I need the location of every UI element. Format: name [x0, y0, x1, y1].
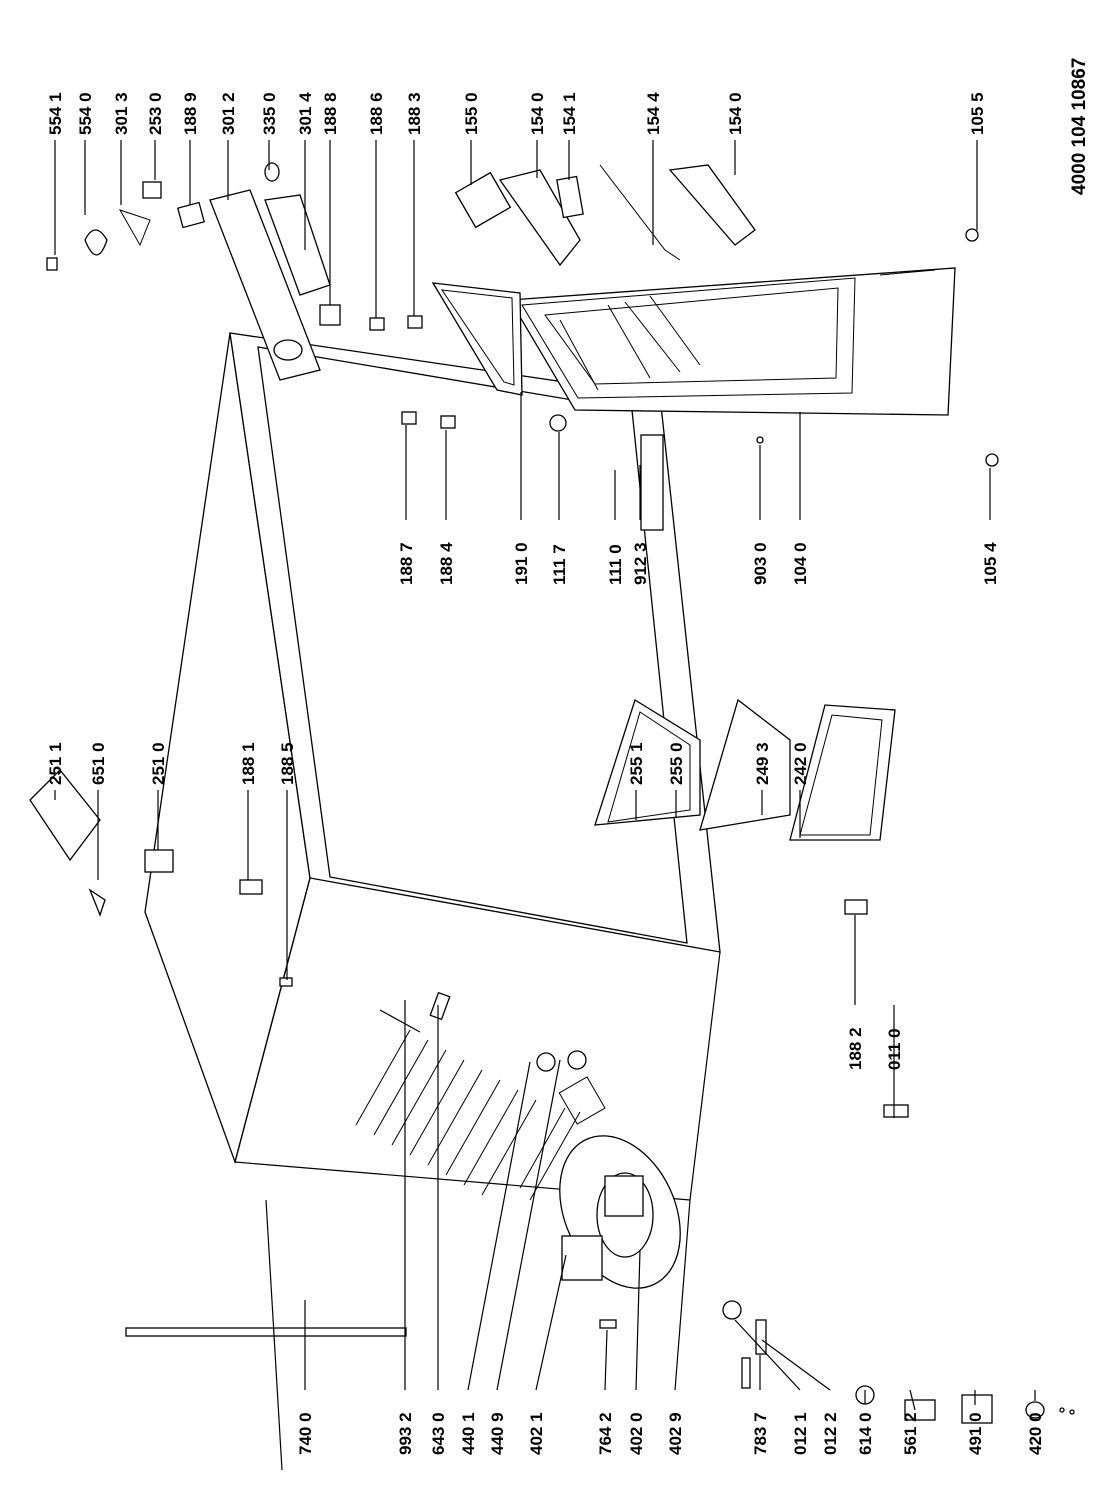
label-251-1: 251 1 — [46, 742, 65, 785]
label-903-0: 903 0 — [751, 542, 770, 585]
label-993-2: 993 2 — [396, 1412, 415, 1455]
label-335-0: 335 0 — [260, 92, 279, 135]
label-651-0: 651 0 — [89, 742, 108, 785]
label-188-5: 188 5 — [278, 742, 297, 785]
freezer-flap — [29, 769, 174, 917]
label-188-2: 188 2 — [846, 1027, 865, 1070]
label-242-0: 242 0 — [791, 742, 810, 785]
condenser-grille — [125, 1199, 407, 1471]
door-panel — [508, 267, 956, 416]
label-155-0: 155 0 — [462, 92, 481, 135]
leader-lines — [54, 140, 1036, 1411]
shelf-glass-1 — [594, 699, 701, 826]
label-104-0: 104 0 — [791, 542, 810, 585]
label-011-0: 011 0 — [885, 1028, 904, 1070]
label-554-0: 554 0 — [76, 92, 95, 135]
label-420-0: 420 0 — [1026, 1412, 1045, 1455]
label-440-9: 440 9 — [488, 1412, 507, 1455]
label-614-0: 614 0 — [856, 1412, 875, 1455]
label-188-4: 188 4 — [437, 542, 456, 585]
cabinet-body — [125, 332, 721, 1471]
label-191-0: 191 0 — [512, 542, 531, 585]
label-402-1: 402 1 — [527, 1412, 546, 1455]
label-783-7: 783 7 — [751, 1412, 770, 1455]
label-012-2: 012 2 — [821, 1412, 840, 1455]
label-111-7: 111 7 — [550, 544, 569, 585]
label-012-1: 012 1 — [791, 1412, 810, 1455]
label-251-0: 251 0 — [149, 742, 168, 785]
label-111-0: 111 0 — [606, 544, 625, 585]
door-gasket — [431, 282, 523, 396]
label-154-1: 154 1 — [560, 92, 579, 135]
label-255-0: 255 0 — [667, 742, 686, 785]
electrical-components — [599, 1300, 1075, 1424]
label-764-2: 764 2 — [596, 1412, 615, 1455]
label-188-8: 188 8 — [321, 92, 340, 135]
label-643-0: 643 0 — [429, 1412, 448, 1455]
compressor-assembly — [536, 1050, 681, 1289]
label-491-0: 491 0 — [966, 1412, 985, 1455]
vegetable-drawer — [789, 704, 896, 841]
label-402-0: 402 0 — [627, 1412, 646, 1455]
label-154-0-b: 154 0 — [726, 92, 745, 135]
label-105-4: 105 4 — [981, 542, 1000, 585]
label-154-0-a: 154 0 — [528, 92, 547, 135]
label-301-4: 301 4 — [296, 92, 315, 135]
shelf-glass-2 — [699, 698, 791, 831]
part-labels: 554 1 554 0 301 3 253 0 188 9 301 2 335 … — [46, 58, 1090, 1455]
label-255-1: 255 1 — [627, 742, 646, 785]
label-188-1: 188 1 — [239, 742, 258, 785]
label-740-0: 740 0 — [296, 1412, 315, 1455]
label-402-9: 402 9 — [666, 1412, 685, 1455]
door-bins — [454, 164, 756, 267]
label-440-1: 440 1 — [459, 1412, 478, 1455]
freezer-hinge-parts — [239, 879, 909, 1118]
label-249-3: 249 3 — [753, 742, 772, 785]
label-561-2: 561 2 — [901, 1412, 920, 1455]
label-188-7: 188 7 — [397, 542, 416, 585]
label-154-4: 154 4 — [644, 92, 663, 135]
label-188-3: 188 3 — [405, 92, 424, 135]
label-554-1: 554 1 — [46, 92, 65, 135]
top-control-panel — [46, 162, 341, 381]
label-188-6: 188 6 — [367, 92, 386, 135]
clips — [369, 228, 999, 531]
label-253-0: 253 0 — [146, 92, 165, 135]
label-188-9: 188 9 — [181, 92, 200, 135]
document-number: 4000 104 10867 — [1069, 58, 1090, 195]
label-105-5: 105 5 — [968, 92, 987, 135]
label-912-3: 912 3 — [631, 542, 650, 585]
label-301-3: 301 3 — [112, 92, 131, 135]
label-301-2: 301 2 — [219, 92, 238, 135]
